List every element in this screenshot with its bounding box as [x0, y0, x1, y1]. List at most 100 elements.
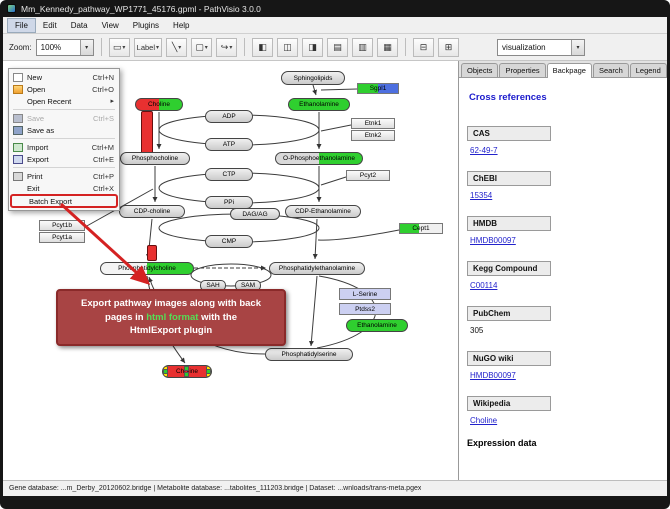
align-right-button[interactable]: ◨: [302, 37, 324, 57]
node-choline-top[interactable]: Choline: [135, 98, 183, 111]
node-etnk1[interactable]: Etnk1: [351, 118, 395, 129]
menu-item-open-recent[interactable]: Open Recent▸: [10, 95, 118, 107]
connector-tool-button[interactable]: ↪▾: [216, 37, 238, 57]
align-top-button[interactable]: ▤: [327, 37, 349, 57]
node-phosphatidylcholine[interactable]: Phosphatidylcholine: [100, 262, 194, 275]
expression-data-heading: Expression data: [467, 438, 537, 448]
toolbar-separator: [405, 38, 407, 56]
node-phosphatidylserine[interactable]: Phosphatidylserine: [265, 348, 353, 361]
node-etnk2[interactable]: Etnk2: [351, 130, 395, 141]
node-l-serine[interactable]: L-Serine: [339, 288, 391, 300]
stack-vertical-button[interactable]: ⊞: [438, 37, 460, 57]
node-ctp[interactable]: CTP: [205, 168, 253, 181]
menu-file[interactable]: File: [7, 17, 36, 33]
node-ppi[interactable]: PPi: [205, 196, 253, 209]
distribute-horizontal-button[interactable]: ▥: [352, 37, 374, 57]
stack-horizontal-button[interactable]: ⊟: [413, 37, 435, 57]
node-ethanolamine-bottom[interactable]: Ethanolamine: [346, 319, 408, 332]
selection-handle[interactable]: [184, 366, 189, 371]
menu-plugins[interactable]: Plugins: [132, 20, 160, 30]
xref-link-wikipedia[interactable]: Choline: [470, 416, 498, 425]
menu-edit[interactable]: Edit: [42, 20, 57, 30]
xref-source-wikipedia: Wikipedia: [467, 396, 551, 411]
label-icon: Label: [136, 42, 156, 52]
align-left-button[interactable]: ◧: [252, 37, 274, 57]
xref-link-nugo[interactable]: HMDB00097: [470, 371, 516, 380]
xref-link-kegg[interactable]: C00114: [470, 281, 498, 290]
node-cdp-ethanolamine[interactable]: CDP-Ethanolamine: [285, 205, 361, 218]
node-atp[interactable]: ATP: [205, 138, 253, 151]
tab-legend[interactable]: Legend: [629, 63, 667, 77]
node-cmp[interactable]: CMP: [205, 235, 253, 248]
selection-handle[interactable]: [206, 368, 211, 374]
node-choline-selected[interactable]: Choline: [162, 365, 212, 378]
tab-objects[interactable]: Objects: [461, 63, 499, 77]
menu-data[interactable]: Data: [70, 20, 88, 30]
zoom-combobox[interactable]: 100% ▾: [35, 38, 94, 56]
menu-separator: [13, 167, 115, 168]
node-phosphocholine[interactable]: Phosphocholine: [120, 152, 190, 165]
datanode-tool-button[interactable]: ▭▾: [108, 37, 130, 57]
chevron-down-icon[interactable]: ▾: [571, 39, 585, 55]
open-folder-icon: [13, 84, 23, 94]
node-ptdss2[interactable]: Ptdss2: [339, 303, 391, 315]
xref-link-cas[interactable]: 62-49-7: [470, 146, 498, 155]
tab-backpage[interactable]: Backpage: [546, 63, 592, 78]
titlebar[interactable]: Mm_Kennedy_pathway_WP1771_45176.gpml - P…: [0, 0, 670, 17]
node-sphingolipids[interactable]: Sphingolipids: [281, 71, 345, 85]
align-center-button[interactable]: ◫: [277, 37, 299, 57]
menu-item-save-as[interactable]: Save as: [10, 124, 118, 136]
chevron-down-icon: ▾: [229, 44, 233, 51]
zoom-label: Zoom:: [9, 42, 32, 52]
xref-source-pubchem: PubChem: [467, 306, 551, 321]
xref-link-chebi[interactable]: 15354: [470, 191, 493, 200]
save-icon: [13, 113, 23, 123]
node-cept1[interactable]: Cept1: [399, 223, 443, 234]
tab-search[interactable]: Search: [592, 63, 629, 77]
visualization-combobox[interactable]: visualization ▾: [497, 38, 586, 56]
node-pcyt1b[interactable]: Pcyt1b: [39, 220, 85, 231]
distribute-vertical-button[interactable]: ▦: [377, 37, 399, 57]
node-adp[interactable]: ADP: [205, 110, 253, 123]
callout-highlight: html format: [146, 311, 199, 323]
sidebar-tabs: Objects Properties Backpage Search Legen…: [459, 61, 667, 78]
node-dag[interactable]: DAG/AG: [230, 208, 280, 220]
node-ethanolamine-top[interactable]: Ethanolamine: [288, 98, 350, 111]
backpage-panel: Cross references CAS 62-49-7 ChEBI 15354…: [459, 78, 667, 480]
menu-help[interactable]: Help: [173, 20, 190, 30]
submenu-arrow-icon: ▸: [110, 98, 114, 105]
chevron-down-icon: ▾: [122, 44, 126, 51]
chevron-down-icon: ▾: [178, 44, 182, 51]
node-chpt1[interactable]: [147, 245, 157, 261]
menu-item-batch-export[interactable]: Batch Export: [10, 194, 118, 208]
node-o-phosphoethanolamine[interactable]: O-Phosphoethanolamine: [275, 152, 363, 165]
node-phosphatidylethanolamine[interactable]: Phosphatidylethanolamine: [269, 262, 365, 275]
selection-handle[interactable]: [184, 372, 189, 377]
node-sgpl1[interactable]: Sgpl1: [357, 83, 399, 94]
line-tool-button[interactable]: ╲▾: [166, 37, 188, 57]
sidebar: Objects Properties Backpage Search Legen…: [459, 61, 667, 480]
tab-properties[interactable]: Properties: [499, 63, 546, 77]
node-pcyt2[interactable]: Pcyt2: [346, 170, 390, 181]
chevron-down-icon[interactable]: ▾: [79, 39, 93, 55]
menu-view[interactable]: View: [101, 20, 119, 30]
xref-link-hmdb[interactable]: HMDB00097: [470, 236, 516, 245]
label-tool-button[interactable]: Label▾: [133, 37, 163, 57]
shape-tool-button[interactable]: ▢▾: [191, 37, 213, 57]
shape-icon: ▢: [195, 41, 204, 52]
node-cdp-choline[interactable]: CDP-choline: [119, 205, 185, 218]
spacer-icon: [15, 197, 25, 206]
callout-line3: HtmlExport plugin: [129, 325, 213, 337]
selection-handle[interactable]: [163, 368, 168, 374]
callout-line2b: with the: [198, 311, 237, 323]
xref-source-cas: CAS: [467, 126, 551, 141]
node-pcyt1a[interactable]: Pcyt1a: [39, 232, 85, 243]
